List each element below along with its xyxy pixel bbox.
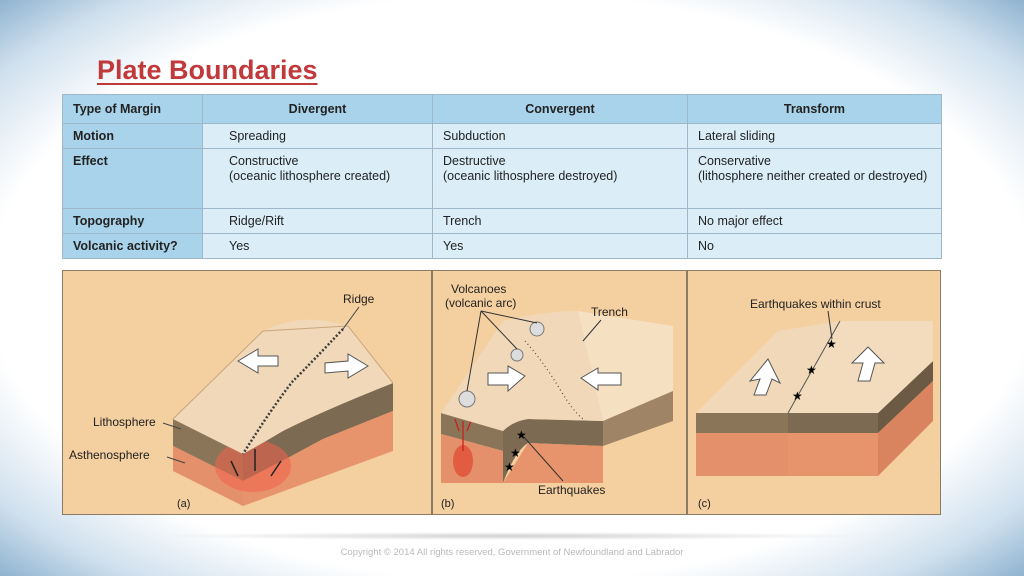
cell-motion-transform: Lateral sliding bbox=[687, 123, 942, 149]
convection-arrows bbox=[230, 449, 282, 477]
table-header-row: Type of Margin Divergent Convergent Tran… bbox=[62, 94, 942, 124]
volcano-leader bbox=[480, 310, 538, 324]
caption-b: (b) bbox=[441, 498, 454, 510]
earthquake-star-icon: ★ bbox=[516, 428, 527, 442]
ridge-label: Ridge bbox=[343, 292, 375, 306]
cell-effect-divergent: Constructive (oceanic lithosphere create… bbox=[202, 148, 433, 209]
subducting-side-face bbox=[603, 391, 673, 446]
earthquakes-within-crust-label: Earthquakes within crust bbox=[750, 297, 881, 311]
magma-plume bbox=[453, 445, 473, 477]
copyright-footer: Copyright © 2014 All rights reserved, Go… bbox=[340, 547, 684, 558]
right-arrow-icon bbox=[487, 365, 526, 393]
divergent-boundary-diagram: Ridge Lithosphere Asthenosphere (a) bbox=[69, 292, 394, 510]
header-convergent: Convergent bbox=[432, 94, 688, 124]
top-surface-subducting bbox=[578, 311, 673, 421]
header-divergent: Divergent bbox=[202, 94, 433, 124]
slide-divider-shadow bbox=[150, 532, 874, 540]
lithosphere-leader bbox=[162, 422, 182, 430]
trench-line bbox=[524, 340, 584, 420]
table-row: Volcanic activity? Yes Yes No bbox=[62, 233, 942, 259]
ridge-axis bbox=[241, 328, 344, 455]
right-arrow-icon bbox=[324, 353, 369, 379]
top-edge bbox=[172, 325, 394, 420]
cell-topography-convergent: Trench bbox=[432, 208, 688, 234]
earthquakes-label: Earthquakes bbox=[538, 483, 605, 497]
header-transform: Transform bbox=[687, 94, 942, 124]
left-arrow-icon bbox=[580, 367, 622, 391]
lithosphere-label: Lithosphere bbox=[93, 415, 156, 429]
row-label-motion: Motion bbox=[62, 123, 203, 149]
top-surface-right bbox=[788, 321, 933, 413]
plate-boundaries-table: Type of Margin Divergent Convergent Tran… bbox=[62, 94, 942, 259]
row-label-volcanic-activity: Volcanic activity? bbox=[62, 233, 203, 259]
left-arrow-icon bbox=[237, 348, 279, 374]
earthquake-leader bbox=[522, 435, 564, 482]
asthenosphere-front-left bbox=[173, 446, 243, 506]
table-row: Effect Constructive (oceanic lithosphere… bbox=[62, 148, 942, 209]
crust-earthquake-leader bbox=[827, 310, 833, 340]
header-type-of-margin: Type of Margin bbox=[62, 94, 203, 124]
earthquake-star-icon: ★ bbox=[510, 446, 521, 460]
panel-transform: ★ ★ ★ Earthquakes within crust (c) bbox=[687, 270, 941, 515]
cell-volcanic-convergent: Yes bbox=[432, 233, 688, 259]
convergent-boundary-diagram: ★ ★ ★ Volcanoes (volcanic arc) Trench Ea… bbox=[441, 282, 673, 510]
row-label-effect: Effect bbox=[62, 148, 203, 209]
top-surface bbox=[173, 319, 393, 454]
earthquake-star-icon: ★ bbox=[792, 389, 803, 403]
volcano-cloud-icon bbox=[510, 348, 524, 362]
caption-a: (a) bbox=[177, 498, 190, 510]
lithosphere-side bbox=[878, 361, 933, 433]
cell-motion-divergent: Spreading bbox=[202, 123, 433, 149]
magma-feeder bbox=[454, 418, 472, 451]
lithosphere-front-right bbox=[788, 413, 878, 433]
volcano-leader bbox=[466, 310, 482, 392]
asthenosphere-leader bbox=[166, 456, 186, 464]
cell-effect-transform: Conservative (lithosphere neither create… bbox=[687, 148, 942, 209]
cell-volcanic-divergent: Yes bbox=[202, 233, 433, 259]
volcanic-arc-label: (volcanic arc) bbox=[445, 296, 516, 310]
diagram-strip: Ridge Lithosphere Asthenosphere (a) bbox=[62, 270, 941, 515]
earthquake-star-icon: ★ bbox=[504, 460, 515, 474]
asthenosphere-side bbox=[878, 381, 933, 476]
lithosphere-front-left bbox=[696, 413, 788, 433]
down-arrow-icon bbox=[748, 358, 782, 396]
cell-motion-convergent: Subduction bbox=[432, 123, 688, 149]
table-row: Topography Ridge/Rift Trench No major ef… bbox=[62, 208, 942, 234]
top-surface-overriding bbox=[441, 311, 603, 431]
transform-boundary-diagram: ★ ★ ★ Earthquakes within crust (c) bbox=[696, 297, 933, 510]
trench-label: Trench bbox=[591, 305, 628, 319]
panel-convergent: ★ ★ ★ Volcanoes (volcanic arc) Trench Ea… bbox=[432, 270, 687, 515]
cell-effect-convergent: Destructive (oceanic lithosphere destroy… bbox=[432, 148, 688, 209]
cell-topography-divergent: Ridge/Rift bbox=[202, 208, 433, 234]
caption-c: (c) bbox=[698, 498, 711, 510]
row-label-topography: Topography bbox=[62, 208, 203, 234]
earthquake-star-icon: ★ bbox=[806, 363, 817, 377]
slide-title: Plate Boundaries bbox=[97, 55, 318, 85]
magma-glow bbox=[215, 440, 291, 492]
volcano-cloud-icon bbox=[529, 321, 545, 337]
cell-volcanic-transform: No bbox=[687, 233, 942, 259]
subducting-plate-front bbox=[503, 419, 603, 483]
trench-leader bbox=[582, 319, 602, 342]
volcanoes-label: Volcanoes bbox=[451, 282, 506, 296]
table-row: Motion Spreading Subduction Lateral slid… bbox=[62, 123, 942, 149]
asthenosphere-front-subducting bbox=[503, 443, 603, 483]
ridge-leader bbox=[342, 306, 360, 330]
asthenosphere-front-right bbox=[788, 433, 878, 476]
asthenosphere-label: Asthenosphere bbox=[69, 448, 150, 462]
earthquake-star-icon: ★ bbox=[826, 337, 837, 351]
up-arrow-icon bbox=[850, 346, 886, 382]
asthenosphere-front-left bbox=[696, 433, 788, 476]
volcano-leader bbox=[480, 310, 518, 350]
panel-divergent: Ridge Lithosphere Asthenosphere (a) bbox=[62, 270, 432, 515]
volcano-cloud-icon bbox=[458, 390, 476, 408]
cell-topography-transform: No major effect bbox=[687, 208, 942, 234]
